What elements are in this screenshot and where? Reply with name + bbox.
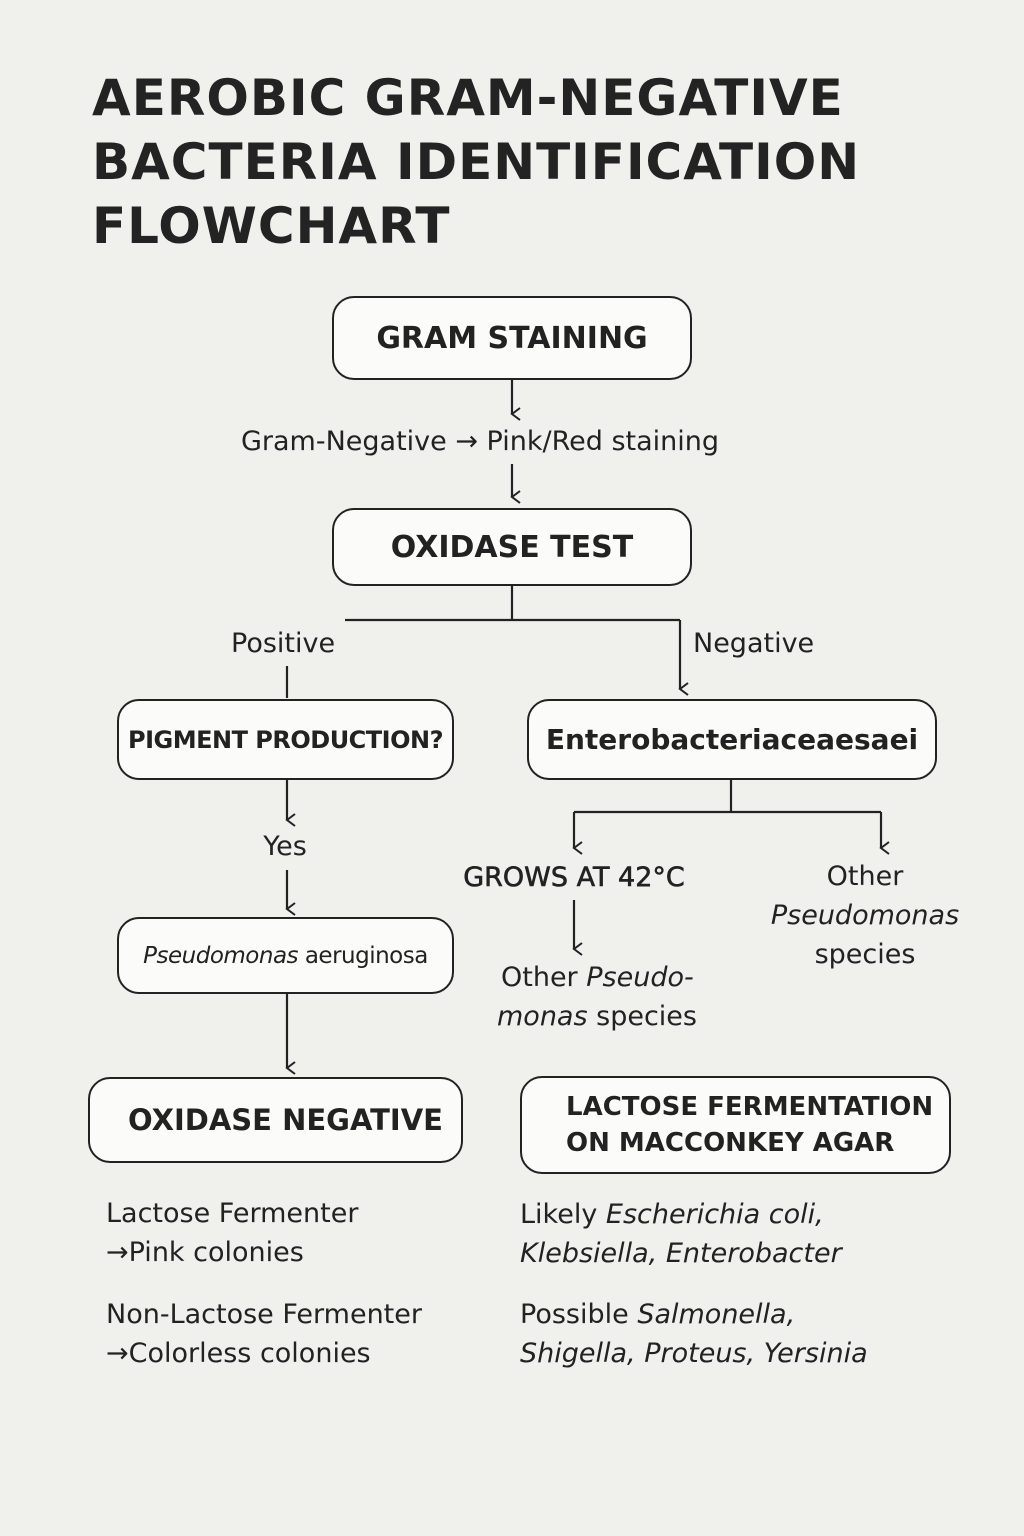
aeruginosa-species: aeruginosa [298, 942, 429, 969]
oxidase-negative-box: OXIDASE NEGATIVE [88, 1077, 463, 1163]
other-pseudomonas-mid-line-1: Other Pseudo- [497, 958, 697, 997]
pigment-production-box: PIGMENT PRODUCTION? [117, 699, 454, 780]
likely-organisms-line-2: Klebsiella, Enterobacter [520, 1238, 842, 1269]
gram-staining-label: GRAM STAINING [376, 320, 648, 356]
pigment-production-label: PIGMENT PRODUCTION? [127, 725, 444, 754]
positive-label: Positive [231, 628, 336, 659]
title-line-1: AEROBIC GRAM-NEGATIVE [92, 69, 844, 127]
pseudomonas-aeruginosa-label: Pseudomonas aeruginosa [143, 943, 428, 969]
other-pseudomonas-mid-line-2: monas species [497, 997, 697, 1036]
possible-organisms-line-2: Shigella, Proteus, Yersinia [520, 1338, 868, 1369]
lactose-fermenter-result: Lactose Fermenter →Pink colonies [106, 1194, 358, 1272]
gram-staining-box: GRAM STAINING [332, 296, 692, 380]
pseudomonas-genus: Pseudomonas [143, 942, 299, 969]
enterobacteriaceae-box: Enterobacteriaceaesaei [527, 699, 937, 780]
possible-prefix: Possible [520, 1299, 638, 1330]
other-pseudomonas-mid-monas: monas [497, 1001, 588, 1032]
likely-organisms-result: Likely Escherichia coli, Klebsiella, Ent… [520, 1195, 842, 1273]
lactose-fermenter-line-1: Lactose Fermenter [106, 1198, 359, 1229]
other-pseudomonas-right-line-1: Other [826, 861, 904, 892]
oxidase-negative-label: OXIDASE NEGATIVE [128, 1103, 443, 1137]
page-title: AEROBIC GRAM-NEGATIVE BACTERIA IDENTIFIC… [92, 66, 952, 258]
yes-label: Yes [263, 831, 307, 862]
negative-label: Negative [693, 628, 815, 659]
oxidase-test-label: OXIDASE TEST [390, 529, 634, 565]
possible-salmonella: Salmonella, [637, 1299, 796, 1330]
possible-organisms-result: Possible Salmonella, Shigella, Proteus, … [520, 1295, 868, 1373]
other-pseudomonas-mid: Other Pseudo- monas species [497, 958, 697, 1036]
possible-organisms-line-1: Possible Salmonella, [520, 1295, 868, 1334]
other-pseudomonas-right-line-2: Pseudomonas [770, 900, 960, 931]
lactose-fermentation-line-1: LACTOSE FERMENTATION [566, 1092, 934, 1122]
non-lactose-fermenter-line-2: →Colorless colonies [106, 1338, 371, 1369]
other-pseudomonas-mid-other: Other [501, 962, 587, 993]
non-lactose-fermenter-line-1: Non-Lactose Fermenter [106, 1299, 422, 1330]
other-pseudomonas-mid-pseudo: Pseudo- [586, 962, 694, 993]
non-lactose-fermenter-result: Non-Lactose Fermenter →Colorless colonie… [106, 1295, 422, 1373]
title-line-3: FLOWCHART [92, 197, 451, 255]
other-pseudomonas-right: Other Pseudomonas species [755, 857, 975, 974]
title-line-2: BACTERIA IDENTIFICATION [92, 133, 861, 191]
grows-42-label: GROWS AT 42°C [463, 862, 685, 894]
lactose-fermentation-label: LACTOSE FERMENTATION ON MACCONKEY AGAR [566, 1089, 933, 1161]
enterobacteriaceae-label: Enterobacteriaceaesaei [545, 723, 919, 756]
likely-e-coli: Escherichia coli, [605, 1199, 824, 1230]
likely-prefix: Likely [520, 1199, 606, 1230]
other-pseudomonas-mid-species: species [587, 1001, 697, 1032]
pseudomonas-aeruginosa-box: Pseudomonas aeruginosa [117, 917, 454, 994]
lactose-fermentation-line-2: ON MACCONKEY AGAR [566, 1128, 895, 1158]
other-pseudomonas-right-line-3: species [814, 939, 916, 970]
gram-result-label: Gram-Negative → Pink/Red staining [240, 426, 720, 457]
likely-organisms-line-1: Likely Escherichia coli, [520, 1195, 842, 1234]
lactose-fermenter-line-2: →Pink colonies [106, 1237, 304, 1268]
oxidase-test-box: OXIDASE TEST [332, 508, 692, 586]
lactose-fermentation-box: LACTOSE FERMENTATION ON MACCONKEY AGAR [520, 1076, 951, 1174]
